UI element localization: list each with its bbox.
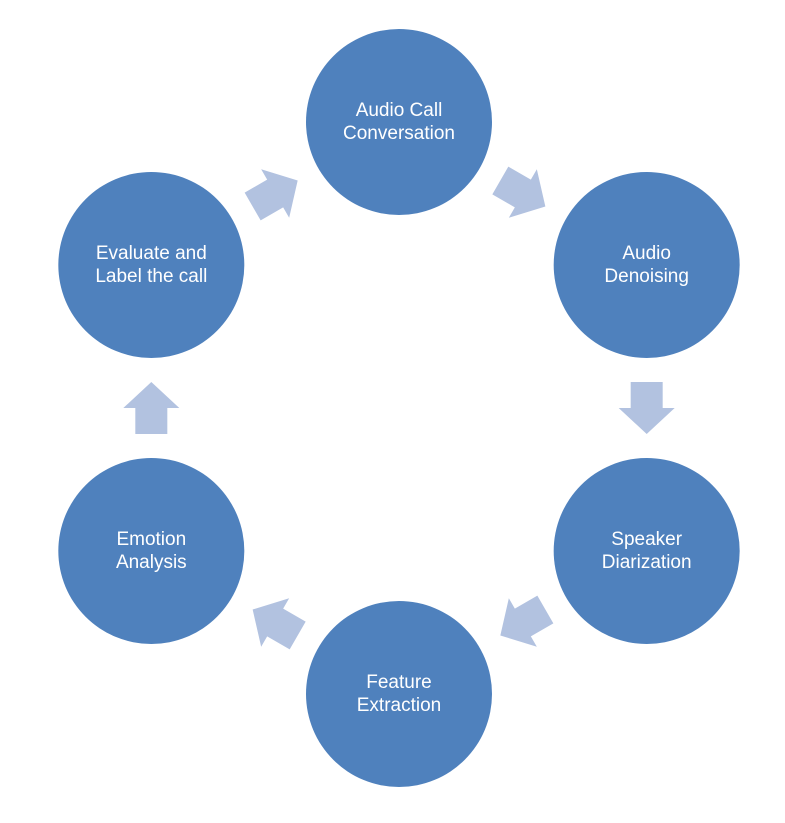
- node-label: Denoising: [604, 266, 689, 287]
- node-label: Analysis: [116, 552, 187, 573]
- arrows-layer: [123, 166, 675, 650]
- node-circle: [306, 601, 492, 787]
- node-circle: [553, 172, 740, 358]
- flow-arrow-evaluate-and-label-to-audio-call-conversation: [244, 169, 298, 221]
- node-label: Diarization: [602, 552, 692, 573]
- node-circle: [58, 172, 245, 358]
- node-label: Emotion: [116, 529, 186, 550]
- node-circle: [306, 29, 492, 215]
- node-label: Speaker: [611, 529, 682, 550]
- node-label: Conversation: [343, 123, 455, 144]
- flow-arrow-speaker-diarization-to-feature-extraction: [500, 595, 554, 647]
- flow-arrow-emotion-analysis-to-evaluate-and-label: [123, 382, 180, 434]
- flow-arrow-audio-denoising-to-speaker-diarization: [618, 382, 675, 434]
- node-label: Label the call: [95, 266, 207, 287]
- nodes-layer: Audio CallConversationAudioDenoisingSpea…: [58, 29, 740, 787]
- node-label: Evaluate and: [96, 243, 207, 264]
- node-circle: [58, 458, 245, 644]
- node-label: Audio: [622, 243, 671, 264]
- node-label: Extraction: [357, 695, 441, 716]
- node-circle: [553, 458, 740, 644]
- flow-arrow-audio-call-conversation-to-audio-denoising: [492, 166, 546, 218]
- flow-arrow-feature-extraction-to-emotion-analysis: [252, 598, 306, 650]
- node-label: Audio Call: [356, 100, 443, 121]
- node-label: Feature: [366, 672, 431, 693]
